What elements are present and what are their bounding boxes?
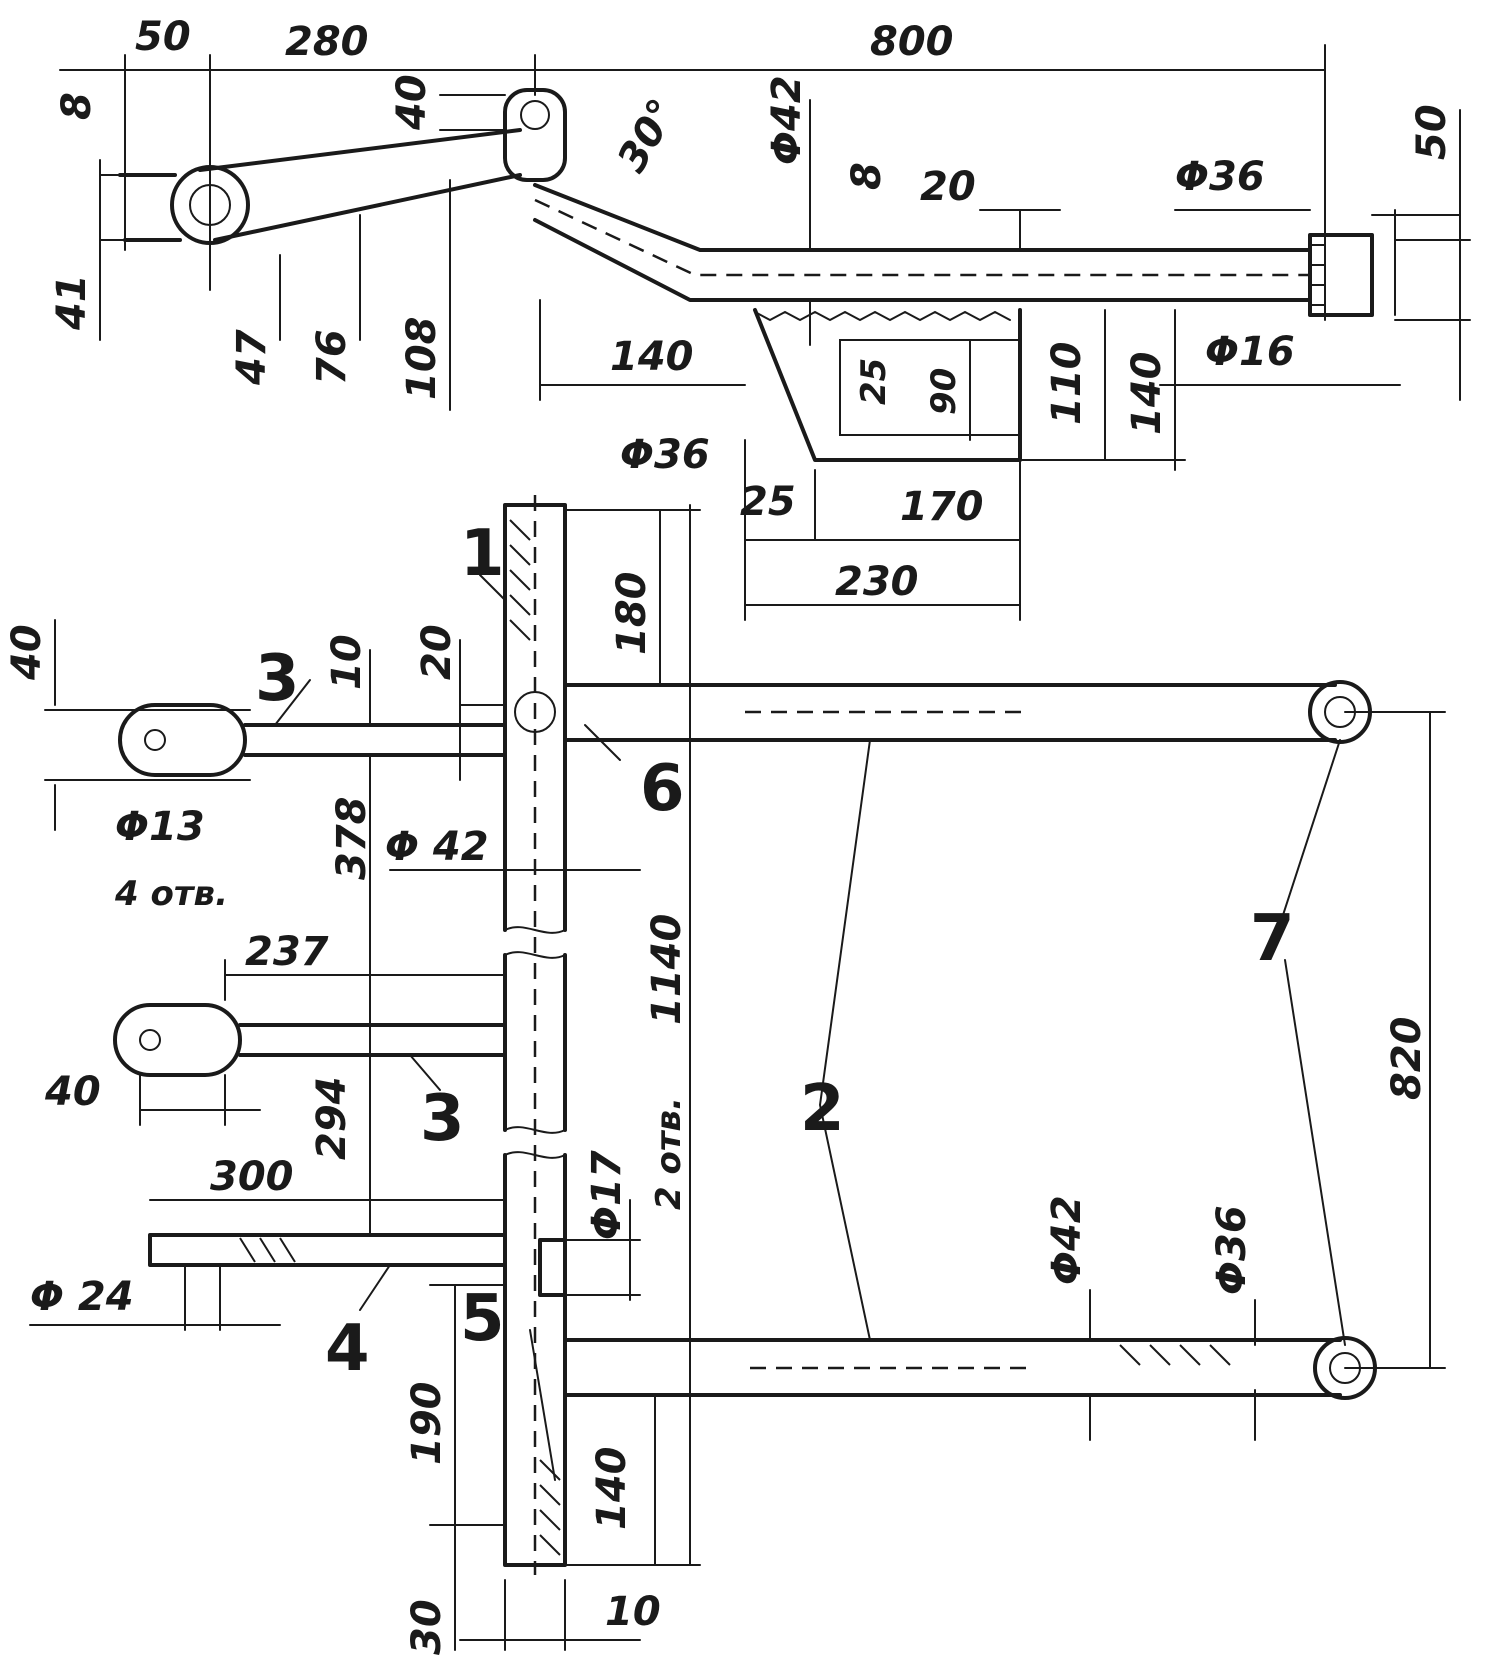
dim-40-top: 40 (389, 74, 435, 131)
dim-10-bot: 10 (605, 1589, 661, 1635)
dim-820: 820 (1384, 1017, 1430, 1101)
dim-angle-30: 30° (609, 91, 687, 180)
dim-phi16: Φ16 (1205, 329, 1295, 375)
cross-arm-upper (563, 683, 1337, 742)
dim-20-top: 20 (920, 164, 976, 210)
dim-47: 47 (229, 329, 275, 386)
dim-110: 110 (1044, 342, 1090, 426)
dim-300: 300 (210, 1154, 294, 1200)
dim-170: 170 (900, 484, 984, 530)
hub-top (503, 88, 567, 182)
dim-25-a: 25 (854, 358, 894, 405)
dim-378: 378 (329, 797, 375, 881)
dim-140-b: 140 (1124, 352, 1170, 436)
cross-arm-lower (563, 1338, 1342, 1397)
label-2-holes: 2 отв. (649, 1097, 689, 1210)
dim-50-right: 50 (1409, 104, 1455, 160)
dim-237: 237 (245, 929, 329, 975)
eye-3-upper (118, 703, 247, 777)
dim-230: 230 (835, 559, 919, 605)
lever-arm (198, 128, 522, 242)
dim-30: 30 (404, 1599, 450, 1655)
end-sleeve (1308, 233, 1374, 317)
eye-3-middle (113, 1003, 242, 1077)
dim-280: 280 (285, 19, 369, 65)
dim-phi36-top: Φ36 (1175, 154, 1265, 200)
dim-25-b: 25 (740, 479, 796, 525)
dim-phi42-mid: Φ 42 (385, 824, 489, 870)
dim-800: 800 (870, 19, 954, 65)
rod-3-middle (238, 1023, 507, 1057)
callout-part-4: 4 (325, 1312, 370, 1386)
callout-part-5: 5 (460, 1282, 505, 1356)
dim-190: 190 (404, 1382, 450, 1466)
dim-phi36-bot: Φ36 (1209, 1205, 1255, 1295)
dim-phi36-mid: Φ36 (620, 432, 710, 478)
callout-part-3-middle: 3 (420, 1082, 465, 1156)
label-4-holes: 4 отв. (114, 874, 228, 914)
dim-108: 108 (399, 317, 445, 401)
bent-tube (533, 183, 1312, 302)
rod-3-upper (243, 723, 507, 757)
dim-phi17: Φ17 (584, 1150, 630, 1240)
callout-part-7: 7 (1250, 902, 1295, 976)
callout-part-2: 2 (800, 1072, 845, 1146)
dim-1140: 1140 (644, 914, 690, 1025)
rod-4 (148, 1233, 507, 1267)
callout-part-3-upper: 3 (255, 642, 300, 716)
dim-8-mid: 8 (844, 162, 890, 190)
dim-41: 41 (49, 274, 95, 331)
insert-top (509, 519, 531, 641)
dim-40-left: 40 (4, 624, 50, 681)
dim-90: 90 (924, 368, 964, 415)
dim-294: 294 (309, 1077, 355, 1161)
dim-140-a: 140 (610, 334, 694, 380)
dim-40-mid: 40 (44, 1069, 101, 1115)
callout-part-1: 1 (460, 517, 505, 591)
dim-phi24: Φ 24 (30, 1274, 134, 1320)
dim-20-mid: 20 (414, 624, 460, 680)
dim-50-top: 50 (135, 14, 191, 60)
dim-140-c: 140 (589, 1447, 635, 1531)
dim-phi42-bot: Φ42 (1044, 1195, 1090, 1285)
dim-phi13: Φ13 (115, 804, 205, 850)
joint-6 (514, 691, 556, 733)
dim-180: 180 (609, 572, 655, 656)
callout-part-6: 6 (640, 752, 685, 826)
plan-view: 40 10 20 180 Φ13 4 отв. 378 Φ 42 237 114… (4, 495, 1446, 1655)
dim-phi42-top: Φ42 (764, 75, 810, 165)
dim-76: 76 (309, 329, 355, 385)
dim-8-left: 8 (54, 92, 100, 120)
block-5 (538, 1238, 567, 1297)
top-view: 50 280 800 8 40 30° Φ42 8 20 Φ36 50 41 4… (49, 14, 1471, 621)
dim-10-left: 10 (324, 634, 370, 690)
